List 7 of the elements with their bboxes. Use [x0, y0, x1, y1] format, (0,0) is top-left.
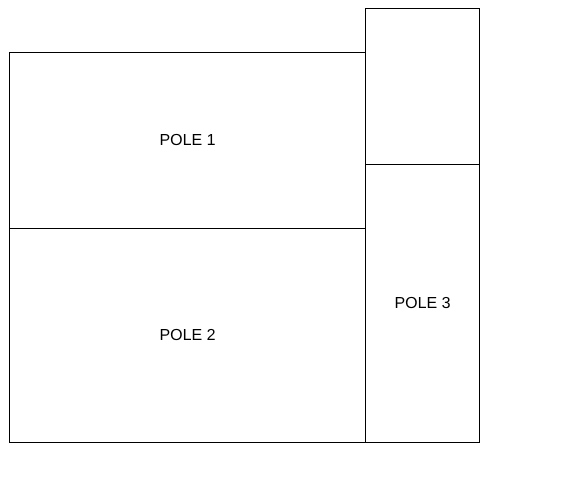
room-label: POLE 2	[159, 326, 216, 344]
room-box	[9, 228, 366, 443]
room-box	[9, 52, 366, 229]
room-label: POLE 3	[394, 294, 451, 312]
room-box	[365, 8, 480, 165]
room-box	[365, 164, 480, 443]
room-label: POLE 1	[159, 132, 216, 150]
